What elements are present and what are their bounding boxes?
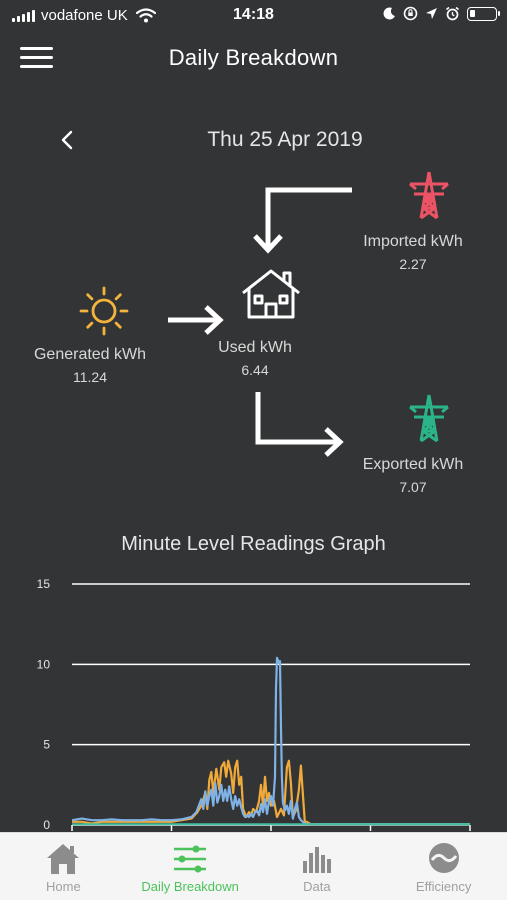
tab-data[interactable]: Data xyxy=(254,833,381,900)
imported-label: Imported kWh xyxy=(363,233,463,250)
battery-level xyxy=(470,9,475,17)
series-line-1 xyxy=(72,759,470,826)
series-line-2 xyxy=(71,656,470,826)
status-bar-left: vodafone UK xyxy=(12,7,156,24)
y-tick-label: 0 xyxy=(43,818,50,832)
used-value: 6.44 xyxy=(241,362,269,378)
wifi-icon xyxy=(135,8,156,23)
moon-icon xyxy=(383,7,395,20)
status-time: 14:18 xyxy=(233,6,274,23)
tab-daily-breakdown-label: Daily Breakdown xyxy=(141,879,239,894)
status-bar-right xyxy=(383,6,500,21)
gauge-icon xyxy=(428,843,459,873)
generated-value: 11.24 xyxy=(73,369,107,385)
tab-bar: Home Daily Breakdown Data xyxy=(0,832,507,900)
import-arrow xyxy=(265,187,352,250)
generated-label: Generated kWh xyxy=(33,346,147,363)
used-label: Used kWh xyxy=(218,339,292,356)
sliders-icon xyxy=(174,845,207,873)
selected-date: Thu 25 Apr 2019 xyxy=(207,128,363,151)
app-header: Daily Breakdown xyxy=(0,32,507,86)
tab-home[interactable]: Home xyxy=(0,833,127,900)
exported-value: 7.07 xyxy=(399,479,427,495)
import-arrowhead xyxy=(253,234,283,254)
tab-daily-breakdown[interactable]: Daily Breakdown xyxy=(127,833,254,900)
home-icon xyxy=(47,844,80,874)
hamburger-menu-icon[interactable] xyxy=(20,47,53,69)
tab-home-label: Home xyxy=(46,879,81,894)
alarm-icon xyxy=(446,6,459,21)
status-bar: vodafone UK 14:18 xyxy=(0,0,507,32)
sun-icon xyxy=(79,286,129,336)
generate-arrowhead xyxy=(204,305,224,335)
minute-readings-chart: 0 5 10 15 xyxy=(37,577,471,832)
export-arrow xyxy=(255,392,340,445)
tab-efficiency[interactable]: Efficiency xyxy=(380,833,507,900)
tab-data-label: Data xyxy=(303,879,331,894)
exported-label: Exported kWh xyxy=(362,456,464,473)
chevron-left-icon[interactable] xyxy=(56,126,80,154)
exported-pylon-icon xyxy=(409,394,449,443)
imported-pylon-icon xyxy=(409,171,449,220)
date-navigation: Thu 25 Apr 2019 xyxy=(0,120,507,160)
imported-value: 2.27 xyxy=(399,256,427,272)
bar-chart-icon xyxy=(302,847,331,873)
orientation-lock-icon xyxy=(403,6,418,21)
tab-efficiency-label: Efficiency xyxy=(415,879,472,894)
house-icon xyxy=(242,269,300,319)
y-tick-label: 10 xyxy=(37,657,51,671)
y-tick-label: 5 xyxy=(43,738,50,752)
page-title: Daily Breakdown xyxy=(168,45,339,70)
y-tick-label: 15 xyxy=(37,577,51,591)
carrier-name: vodafone UK xyxy=(41,7,128,24)
flow-arrows xyxy=(168,187,352,457)
graph-title: Minute Level Readings Graph xyxy=(121,533,386,555)
export-arrowhead xyxy=(324,427,344,457)
location-icon xyxy=(426,8,437,19)
battery-icon xyxy=(467,6,500,21)
signal-icon xyxy=(12,9,35,22)
